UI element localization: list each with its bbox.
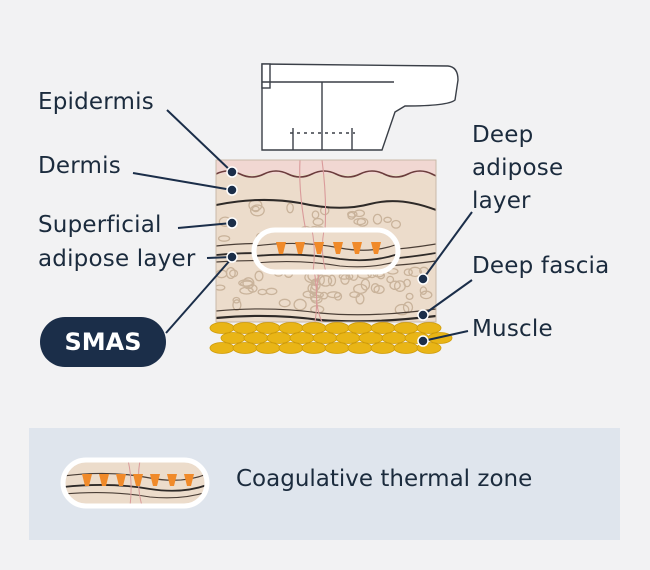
label-deep-fascia: Deep fascia [472,253,610,279]
fat-cell [353,283,368,295]
label-deep-adipose-line2: adipose [472,155,564,181]
dermis-boundary [216,198,436,211]
thermal-coagulation-point [314,242,324,254]
fat-cell [265,287,278,296]
ultrasound-transducer-probe [261,63,459,151]
thermal-coagulation-point [184,474,194,486]
fat-cell [419,286,428,295]
fat-cell [286,202,294,214]
label-superficial-line1: Superficial [38,212,162,238]
fat-cell [239,286,254,295]
thermal-coagulation-point [82,474,92,486]
fat-cell [349,291,361,298]
thermal-coagulation-point [150,474,160,486]
fat-cell [393,280,406,292]
muscle-fiber [416,322,442,334]
fat-cell [390,219,402,229]
thermal-coagulation-point [276,242,286,254]
fat-cell [225,266,236,280]
deep-fascia-layer [216,314,436,322]
coagulative-thermal-zone [251,227,401,275]
muscle-layer [209,322,453,354]
fat-cell [386,275,395,284]
leader-lines [132,109,473,342]
label-superficial-line2: adipose layer [38,246,196,272]
legend-label: Coagulative thermal zone [236,466,533,492]
fat-cell [312,217,324,226]
thermal-coagulation-point [333,242,343,254]
thermal-coagulation-point [295,242,305,254]
leader-dots [226,166,429,347]
fat-cell [293,298,307,311]
fat-cell [405,292,414,301]
fat-cell [232,299,242,311]
thermal-coagulation-point [167,474,177,486]
fat-cell [333,291,343,301]
tissue-cross-section [216,160,436,322]
label-muscle: Muscle [472,316,553,342]
fat-cell [383,216,392,223]
fat-cell [216,284,226,291]
fat-cell [327,274,337,287]
fat-cell [217,235,231,242]
fat-cell [232,296,241,304]
fat-cell [318,275,333,287]
label-epidermis: Epidermis [38,89,154,115]
thermal-coagulation-point [352,242,362,254]
fat-cell [309,294,321,302]
thermal-coagulation-point [133,474,143,486]
fat-cell [347,211,356,220]
fat-cell [403,268,413,277]
fat-cell [326,291,341,299]
fat-cell [307,282,319,295]
epidermis-boundary [216,170,436,178]
fat-cell [278,298,291,308]
fat-cell [372,213,383,225]
thermal-coagulation-point [371,242,381,254]
fat-cell [251,205,260,213]
fat-cell [249,204,265,217]
label-deep-adipose-line1: Deep [472,122,534,148]
fat-cell [254,270,264,282]
smas-badge: SMAS [40,317,166,367]
fat-cell [242,277,255,290]
label-dermis: Dermis [38,153,121,179]
fat-cell [408,266,422,278]
fat-cell [394,303,410,316]
label-deep-adipose-line3: layer [472,188,531,214]
fat-cell [356,217,369,227]
thermal-coagulation-point [116,474,126,486]
fat-cell [353,217,367,226]
thermal-coagulation-point [99,474,109,486]
fat-cell [370,283,380,294]
